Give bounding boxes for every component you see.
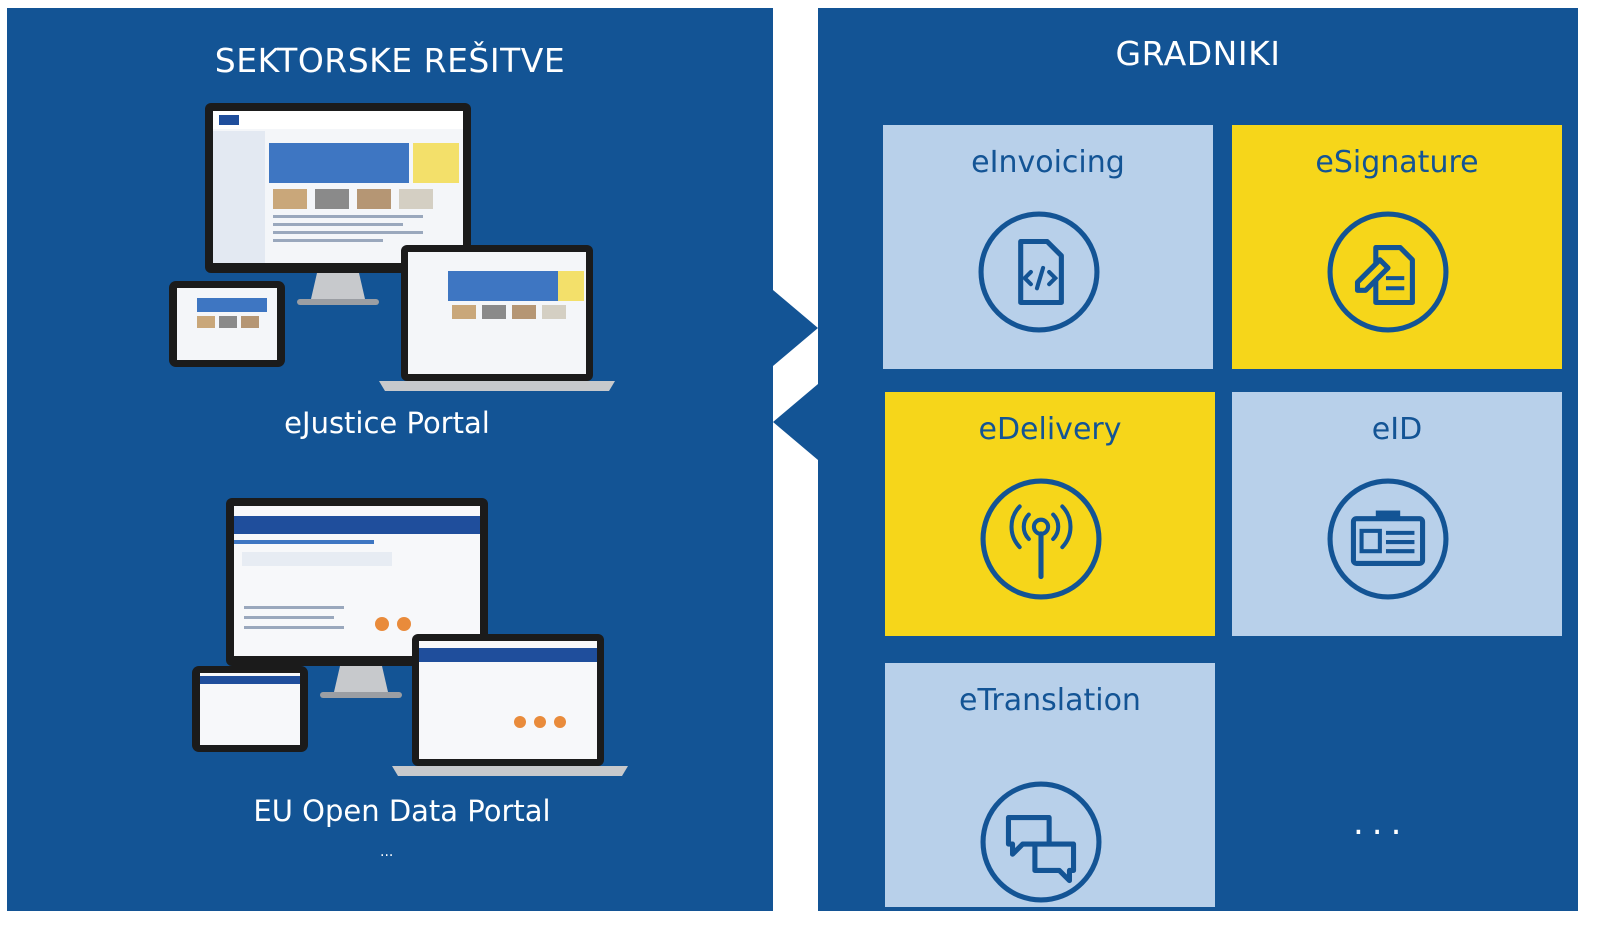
tile-einvoicing: eInvoicing bbox=[883, 125, 1213, 369]
building-blocks-title: GRADNIKI bbox=[1115, 34, 1281, 73]
arrow-right-icon bbox=[773, 290, 818, 366]
esignature-label: eSignature bbox=[1315, 145, 1479, 180]
eu-open-data-portal-label: EU Open Data Portal bbox=[253, 794, 551, 828]
einvoicing-label: eInvoicing bbox=[971, 145, 1125, 180]
more-solutions-ellipsis: ... bbox=[380, 844, 394, 860]
id-card-icon bbox=[1327, 478, 1449, 600]
more-blocks-ellipsis: ... bbox=[1353, 803, 1410, 843]
edelivery-label: eDelivery bbox=[978, 412, 1122, 447]
sector-solutions-panel: SEKTORSKE REŠITVE eJustice P bbox=[7, 8, 773, 911]
ejustice-portal-label: eJustice Portal bbox=[284, 406, 490, 440]
sector-solutions-title: SEKTORSKE REŠITVE bbox=[214, 41, 566, 80]
tile-esignature: eSignature bbox=[1232, 125, 1562, 369]
speech-bubbles-icon bbox=[980, 781, 1102, 903]
signature-document-icon bbox=[1327, 211, 1449, 333]
eid-label: eID bbox=[1371, 412, 1423, 447]
antenna-broadcast-icon bbox=[980, 478, 1102, 600]
tile-edelivery: eDelivery bbox=[885, 392, 1215, 636]
open-data-devices-illustration bbox=[192, 498, 628, 776]
tile-eid: eID bbox=[1232, 392, 1562, 636]
arrow-left-icon bbox=[773, 384, 818, 460]
ejustice-devices-illustration bbox=[169, 103, 615, 391]
building-blocks-panel: GRADNIKI eInvoicing eSignature eDelivery… bbox=[818, 8, 1578, 911]
tile-etranslation: eTranslation bbox=[885, 663, 1215, 907]
etranslation-label: eTranslation bbox=[959, 683, 1141, 718]
document-code-icon bbox=[978, 211, 1100, 333]
